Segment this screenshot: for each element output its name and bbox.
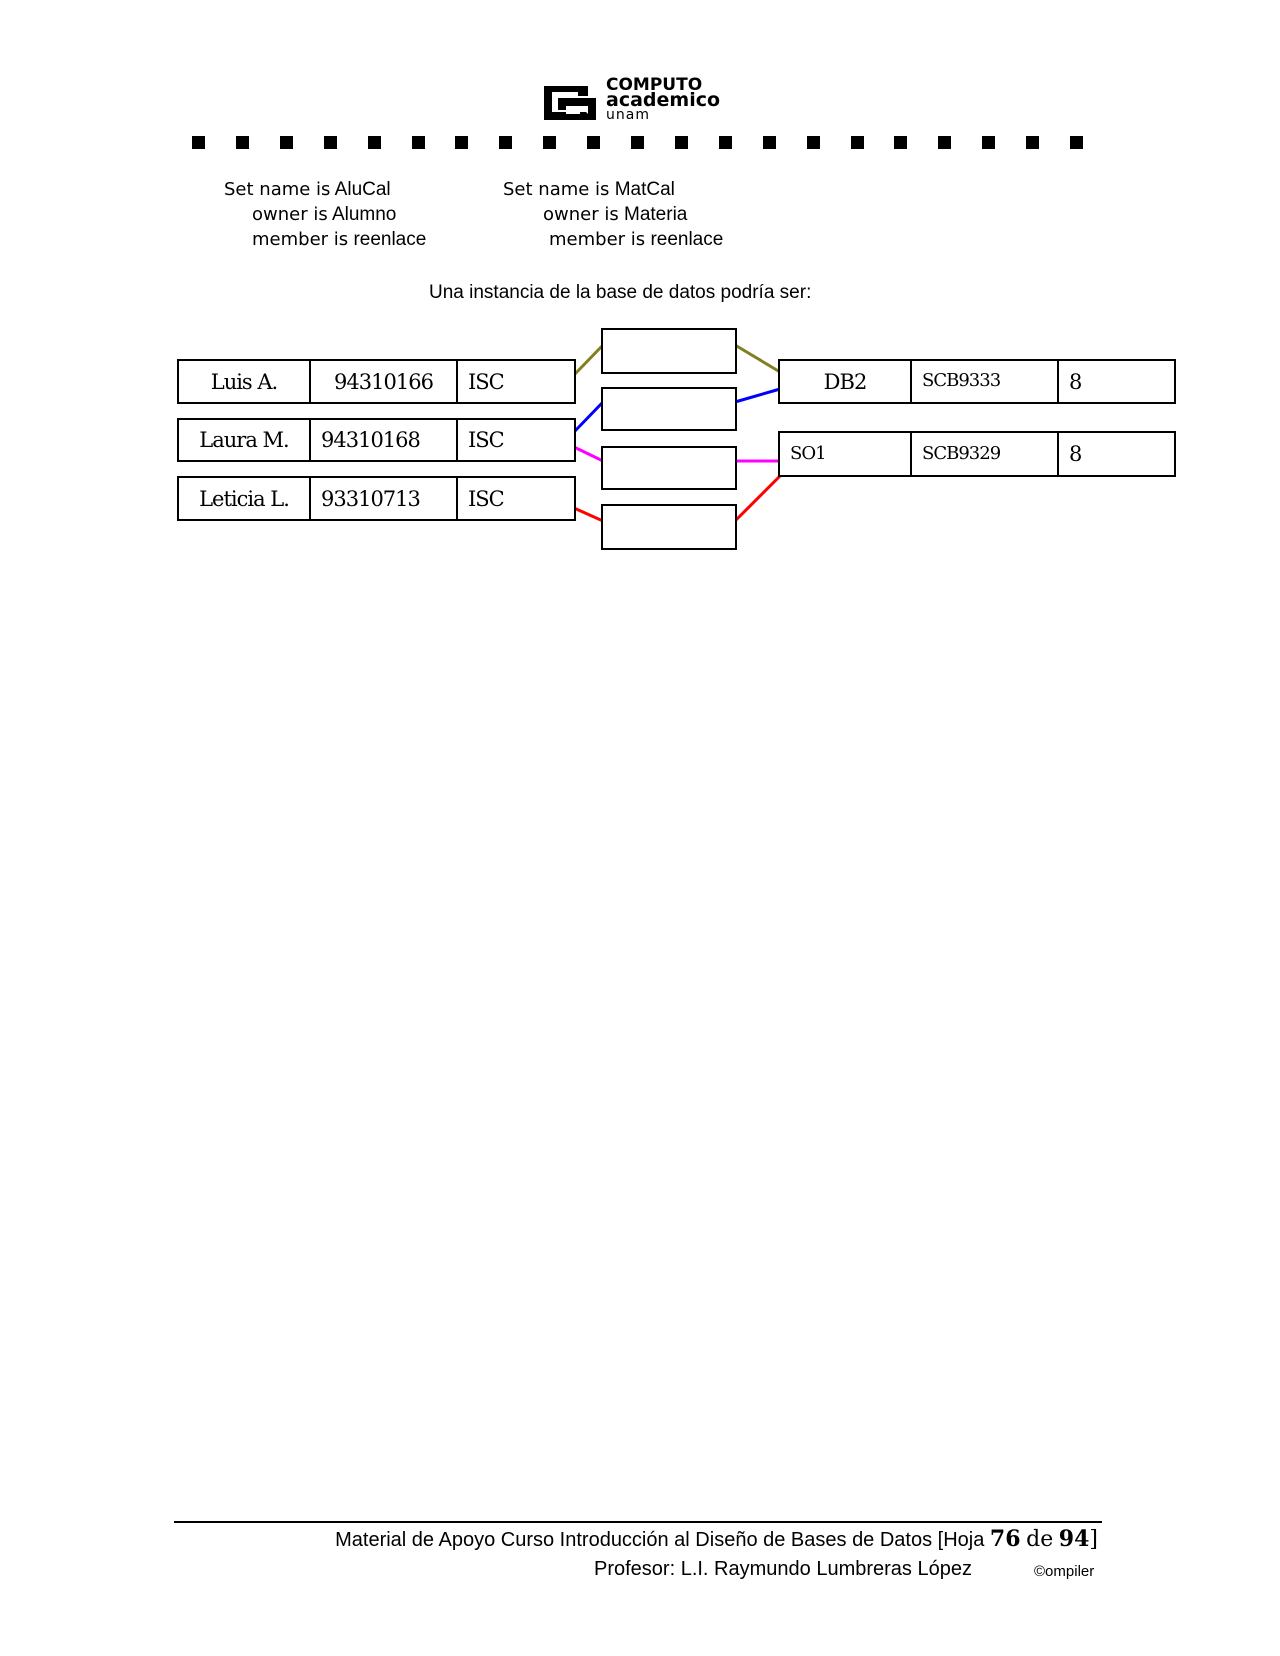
rule-square (762, 136, 776, 149)
materia-name-cell: DB2 (778, 359, 912, 404)
materia-name-cell: SO1 (778, 431, 912, 477)
rule-square (455, 136, 469, 149)
member-value: reenlace (650, 229, 724, 250)
footer-of-text: de (1026, 1527, 1054, 1552)
rule-square (323, 136, 337, 149)
set-name-keyword: Set name is (224, 179, 331, 200)
member-keyword: member is (252, 229, 349, 250)
footer-rule (174, 1521, 1102, 1523)
footer-line-1: Material de Apoyo Curso Introducción al … (335, 1526, 1098, 1552)
link-leticia-so1-right (733, 474, 782, 523)
rule-square (587, 136, 601, 149)
owner-keyword: owner is (252, 204, 328, 225)
rule-square (192, 136, 205, 149)
alumno-id-cell: 94310168 (309, 418, 458, 462)
materia-code-cell: SCB9333 (910, 359, 1059, 404)
rule-square (894, 136, 908, 149)
alumno-name-cell: Leticia L. (177, 476, 311, 521)
footer-course-text: Material de Apoyo Curso Introducción al … (335, 1529, 990, 1551)
alumno-career-cell: ISC (456, 476, 576, 521)
rule-square (631, 136, 644, 149)
lead-text: Una instancia de la base de datos podría… (429, 282, 812, 303)
alumno-career-cell: ISC (456, 418, 576, 462)
rule-square (718, 136, 732, 149)
footer-page-number: 76 (989, 1526, 1021, 1552)
materia-credits-cell: 8 (1057, 359, 1176, 404)
footer-total-pages: 94 (1058, 1526, 1090, 1552)
owner-value: Alumno (331, 204, 397, 225)
alumno-name-cell: Laura M. (177, 418, 311, 462)
alumno-name-cell: Luis A. (177, 359, 311, 404)
member-value: reenlace (353, 229, 427, 250)
setdef-alucal: Set name is AluCal owner is Alumno membe… (224, 177, 426, 252)
rule-square (1026, 136, 1040, 149)
reenlace-record (601, 328, 737, 374)
rule-square (543, 136, 557, 149)
alumno-id-cell: 94310166 (309, 359, 458, 404)
footer-bracket: ] (1089, 1527, 1098, 1552)
alumno-career-cell: ISC (456, 359, 576, 404)
set-name-value: AluCal (334, 179, 391, 200)
logo-line-2: academico (606, 89, 721, 111)
set-name-keyword: Set name is (503, 179, 610, 200)
rule-square (367, 136, 381, 149)
reenlace-record (601, 446, 737, 490)
member-keyword: member is (549, 229, 646, 250)
rule-square (674, 136, 688, 149)
logo-mark-icon (544, 86, 596, 120)
owner-value: Materia (624, 204, 688, 225)
owner-keyword: owner is (543, 204, 619, 225)
logo-line-3: unam (606, 107, 650, 123)
rule-square (982, 136, 996, 149)
rule-square (411, 136, 425, 149)
link-laura-so1-left (573, 445, 604, 463)
computo-academico-logo: COMPUTO academico unam (538, 75, 748, 128)
rule-square (279, 136, 293, 149)
rule-square (850, 136, 864, 149)
setdef-matcal: Set name is MatCal owner is Materia memb… (503, 177, 723, 252)
footer-professor: Profesor: L.I. Raymundo Lumbreras López (594, 1558, 972, 1580)
materia-code-cell: SCB9329 (910, 431, 1059, 477)
reenlace-record (601, 504, 737, 550)
footer-copyright: ©ompiler (1034, 1563, 1095, 1580)
rule-square (235, 136, 249, 149)
link-luis-db2-right (734, 343, 781, 374)
link-lines (572, 343, 782, 523)
alumno-id-cell: 93310713 (309, 476, 458, 521)
logo-line-1: COMPUTO (606, 75, 703, 95)
rule-square (938, 136, 952, 149)
set-name-value: MatCal (614, 179, 675, 200)
link-laura-db2-left (572, 400, 605, 434)
reenlace-record (601, 387, 737, 431)
link-laura-db2-right (734, 387, 781, 404)
rule-square (1070, 136, 1083, 149)
materia-credits-cell: 8 (1057, 431, 1176, 477)
rule-square (806, 136, 820, 149)
link-luis-db2-left (572, 343, 605, 377)
link-leticia-so1-left (573, 506, 604, 523)
rule-square (499, 136, 513, 149)
